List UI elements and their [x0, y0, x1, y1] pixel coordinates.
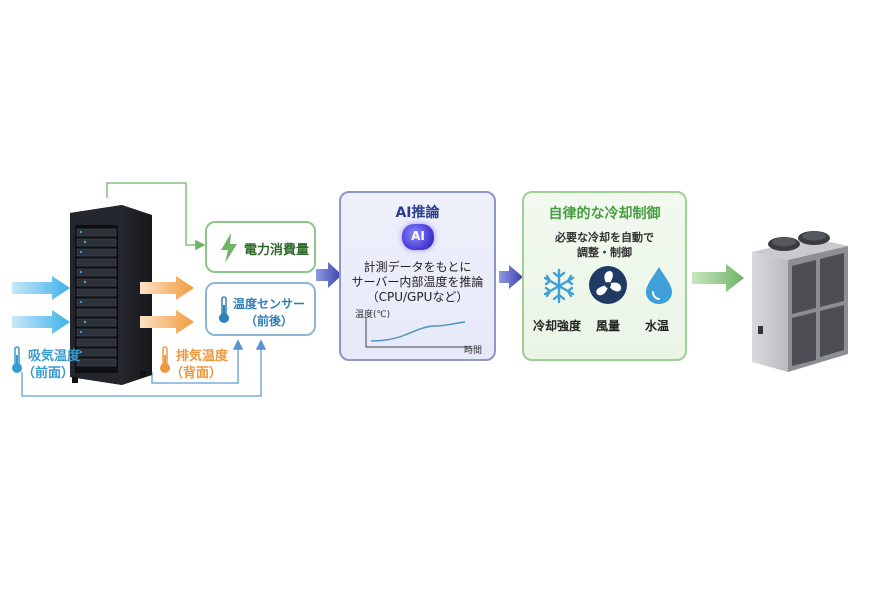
control-title: 自律的な冷却制御	[548, 206, 661, 222]
control-item-water-temp: 水温	[645, 319, 670, 333]
thermometer-icon	[219, 296, 229, 323]
power-consumption-box: 電力消費量	[205, 221, 316, 273]
power-label: 電力消費量	[244, 243, 310, 258]
sensor-label-line1: 温度センサー	[233, 297, 306, 311]
ai-description-line2: サーバー内部温度を推論	[351, 275, 484, 289]
exhaust-arrows	[140, 276, 194, 334]
ai-brain-icon: AI	[402, 224, 434, 250]
flow-arrow-to-control	[499, 265, 523, 289]
ai-icon-text: AI	[411, 229, 425, 243]
flow-arrow-to-ai	[316, 262, 342, 288]
control-description-line2: 調整・制御	[577, 246, 632, 259]
intake-label-line1: 吸気温度	[28, 349, 81, 364]
ai-title: AI推論	[395, 205, 440, 221]
sensor-feed-line-outer	[21, 339, 267, 397]
sensor-feed-line-inner	[151, 339, 244, 384]
exhaust-label-line2: （背面）	[170, 366, 223, 381]
water-drop-icon	[646, 267, 672, 304]
server-rack-image	[70, 205, 152, 385]
cooling-control-box: 自律的な冷却制御 必要な冷却を自動で 調整・制御 冷却強度 風量 水温	[522, 191, 687, 361]
ai-description-line1: 計測データをもとに	[363, 260, 472, 274]
sensor-label-line2: （前後）	[245, 314, 294, 328]
exhaust-label-line1: 排気温度	[176, 349, 229, 364]
ai-inference-box: AI推論 AI 計測データをもとに サーバー内部温度を推論 （CPU/GPUなど…	[339, 191, 496, 361]
graph-ylabel: 温度(℃)	[355, 310, 391, 320]
control-item-cooling-strength: 冷却強度	[533, 319, 582, 333]
intake-label-line2: （前面）	[22, 366, 75, 381]
lightning-icon	[221, 233, 237, 263]
chiller-unit-image	[752, 231, 848, 372]
flow-arrow-to-chiller	[692, 264, 744, 292]
ai-description-line3: （CPU/GPUなど）	[366, 290, 469, 304]
control-item-airflow: 風量	[596, 319, 621, 333]
temperature-graph	[365, 317, 471, 348]
graph-xlabel: 時間	[464, 346, 483, 356]
thermometer-icon	[12, 346, 22, 373]
control-description-line1: 必要な冷却を自動で	[555, 231, 654, 244]
power-feed-line	[106, 182, 206, 251]
fan-icon	[589, 266, 627, 304]
intake-arrows	[12, 276, 70, 334]
snowflake-icon	[543, 268, 575, 304]
temperature-sensor-box: 温度センサー （前後）	[205, 282, 316, 336]
thermometer-icon	[160, 346, 170, 373]
